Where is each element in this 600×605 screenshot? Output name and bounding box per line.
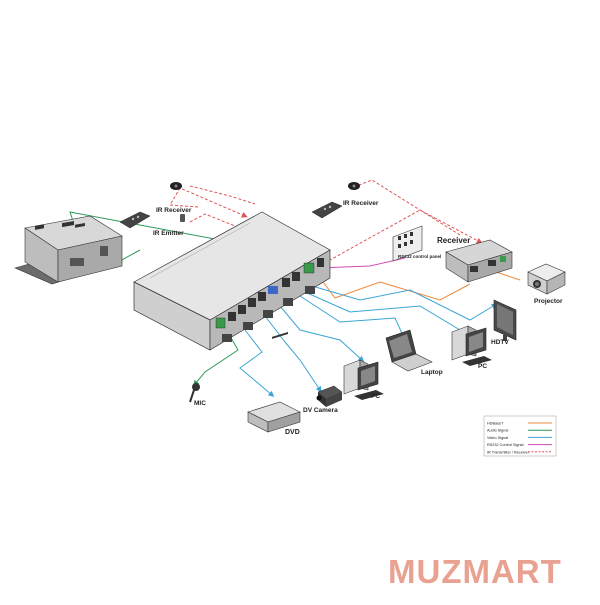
pc-right-label: PC [478, 363, 487, 370]
laptop-device [385, 329, 433, 372]
ir-receiver-left-label: IR Receiver [156, 207, 192, 214]
receiver-device [445, 239, 513, 283]
pc-right-device [451, 325, 492, 366]
legend-item-label: Audio Signal [487, 429, 508, 433]
main-switcher-unit [133, 211, 331, 351]
remote-right [311, 201, 343, 219]
audio-line-mic [193, 335, 239, 387]
video-line-hdtv [311, 285, 498, 321]
dvd-label: DVD [285, 429, 300, 436]
pc-center-label: PC [371, 393, 380, 400]
watermark-logo: MUZMART [388, 553, 562, 590]
ir-line-to-right-receiver [249, 209, 483, 261]
video-line-dvd [239, 329, 275, 397]
pc-center-device [343, 359, 384, 400]
ir-emitter-label: IR Emitter [153, 230, 184, 237]
hdbaset-line [317, 274, 471, 301]
mic-label: MIC [194, 400, 206, 407]
legend-item-label: RS232 Control Signal [487, 443, 524, 447]
legend-item-label: IR Transmitter / Receiver [487, 450, 530, 454]
ir-receiver-right-label: IR Receiver [343, 200, 379, 207]
ir-line-top [189, 185, 256, 205]
projector-device [527, 263, 566, 295]
control-panel-label: RS232 control panel [398, 254, 441, 259]
ir-receiver-right-sensor [348, 182, 360, 190]
video-line-pc-right [304, 291, 471, 337]
video-line-pc-center [279, 305, 365, 363]
legend-item-label: HDBaseT [487, 422, 504, 426]
receiver-label: Receiver [437, 236, 470, 245]
video-line-dv-camera [264, 315, 322, 393]
ir-emitter-device [180, 214, 185, 222]
microphone-device [189, 383, 200, 403]
dvd-device [247, 331, 301, 433]
video-line-laptop [299, 295, 407, 343]
left-control-unit [14, 215, 123, 285]
laptop-label: Laptop [421, 369, 443, 376]
hdtv-label: HDTV [491, 339, 509, 346]
dv-camera-device [316, 385, 343, 407]
projector-label: Projector [534, 298, 563, 305]
ir-line-right-receiver [353, 179, 461, 236]
legend-item-label: Video Signal [487, 436, 508, 440]
rs232-control-panel [392, 225, 423, 262]
ir-line-left-receiver [169, 187, 248, 218]
remote-left [119, 211, 151, 229]
ir-receiver-left-sensor [170, 182, 182, 190]
hdtv-device [493, 299, 517, 341]
dv-camera-label: DV Camera [303, 407, 338, 414]
